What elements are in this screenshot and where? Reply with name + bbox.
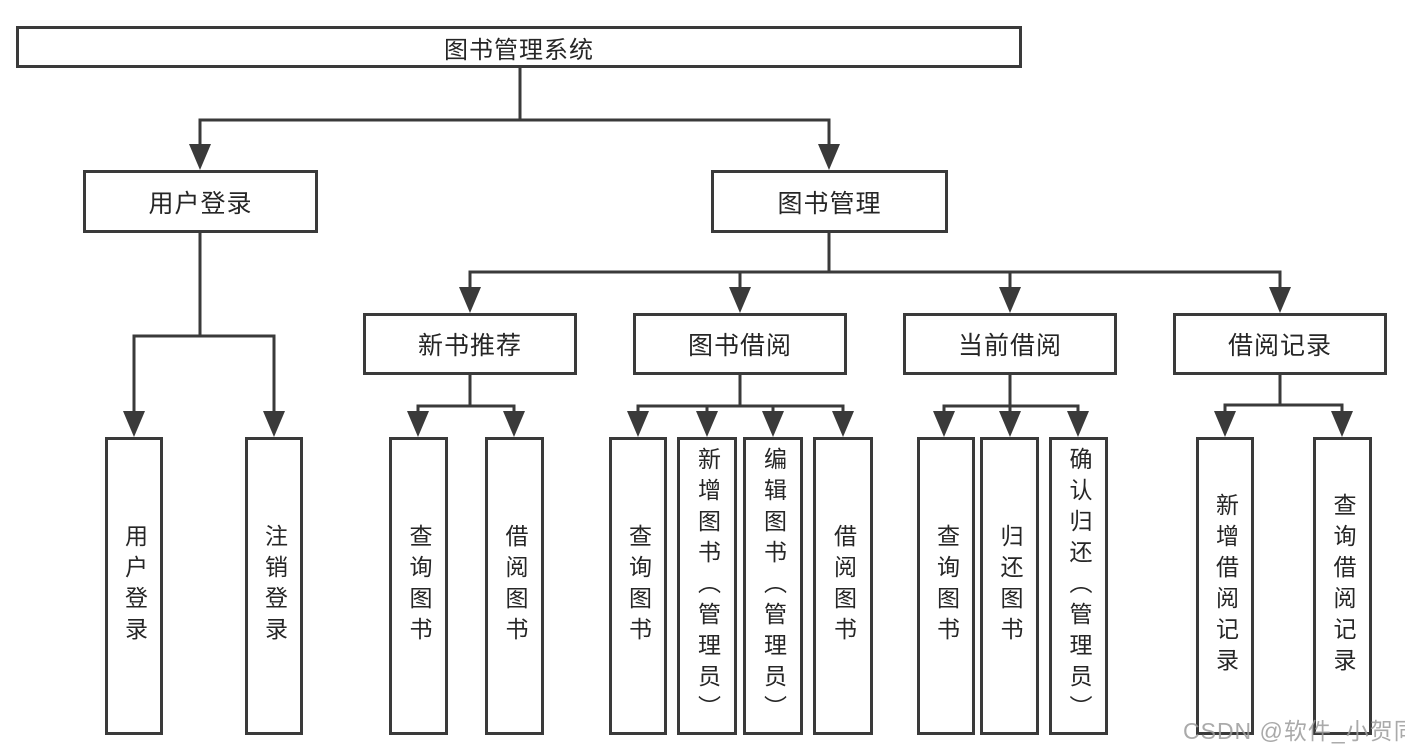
node-root: 图书管理系统 bbox=[16, 26, 1022, 68]
leaf-cb-return-books-label: 归还图书 bbox=[997, 524, 1023, 648]
node-borrowing-records: 借阅记录 bbox=[1173, 313, 1387, 375]
leaf-rec-borrow-books-label: 借阅图书 bbox=[502, 524, 528, 648]
leaf-logout-label: 注销登录 bbox=[261, 524, 288, 648]
leaf-cb-search-books-label: 查询图书 bbox=[933, 524, 960, 648]
leaf-user-login: 用户登录 bbox=[105, 437, 163, 735]
wire-level3-split bbox=[468, 270, 1282, 288]
wire-level2-split bbox=[198, 118, 831, 148]
node-book-management: 图书管理 bbox=[711, 170, 948, 233]
leaf-cb-search-books: 查询图书 bbox=[917, 437, 975, 735]
leaf-bb-borrow-books: 借阅图书 bbox=[813, 437, 873, 735]
node-borrowing-records-label: 借阅记录 bbox=[1227, 332, 1332, 360]
leaf-bb-add-books-admin-label: 新增图书（管理员） bbox=[694, 446, 721, 726]
leaf-cb-confirm-return-admin: 确认归还（管理员） bbox=[1049, 437, 1108, 735]
node-book-borrowing: 图书借阅 bbox=[633, 313, 847, 375]
leaf-cb-confirm-return-admin-label: 确认归还（管理员） bbox=[1066, 446, 1092, 726]
node-user-login: 用户登录 bbox=[83, 170, 318, 233]
leaf-rec-borrow-books: 借阅图书 bbox=[485, 437, 544, 735]
csdn-watermark: CSDN @软件_小贺同学 bbox=[1183, 718, 1405, 744]
leaf-bb-search-books: 查询图书 bbox=[609, 437, 667, 735]
node-current-borrowing-label: 当前借阅 bbox=[957, 332, 1062, 360]
node-book-borrowing-label: 图书借阅 bbox=[687, 332, 792, 360]
arrowheads bbox=[123, 144, 1353, 437]
leaf-cb-return-books: 归还图书 bbox=[980, 437, 1039, 735]
leaf-bb-edit-books-admin-label: 编辑图书（管理员） bbox=[760, 446, 787, 726]
leaf-br-add-record-label: 新增借阅记录 bbox=[1212, 493, 1239, 679]
node-book-management-label: 图书管理 bbox=[777, 189, 882, 218]
node-new-book-recommend-label: 新书推荐 bbox=[417, 332, 522, 360]
leaf-bb-search-books-label: 查询图书 bbox=[625, 524, 652, 648]
node-current-borrowing: 当前借阅 bbox=[903, 313, 1117, 375]
leaf-logout: 注销登录 bbox=[245, 437, 303, 735]
leaf-br-add-record: 新增借阅记录 bbox=[1196, 437, 1254, 735]
leaf-br-search-record-label: 查询借阅记录 bbox=[1330, 493, 1356, 679]
leaf-rec-search-books-label: 查询图书 bbox=[406, 524, 432, 648]
wire-userlogin-split bbox=[132, 334, 276, 412]
node-user-login-label: 用户登录 bbox=[148, 189, 253, 218]
leaf-bb-add-books-admin: 新增图书（管理员） bbox=[677, 437, 737, 735]
node-root-label: 图书管理系统 bbox=[444, 36, 594, 64]
leaf-bb-borrow-books-label: 借阅图书 bbox=[830, 524, 857, 648]
leaf-user-login-label: 用户登录 bbox=[121, 524, 148, 648]
leaf-rec-search-books: 查询图书 bbox=[389, 437, 448, 735]
leaf-br-search-record: 查询借阅记录 bbox=[1313, 437, 1372, 735]
leaf-bb-edit-books-admin: 编辑图书（管理员） bbox=[743, 437, 803, 735]
node-new-book-recommend: 新书推荐 bbox=[363, 313, 577, 375]
